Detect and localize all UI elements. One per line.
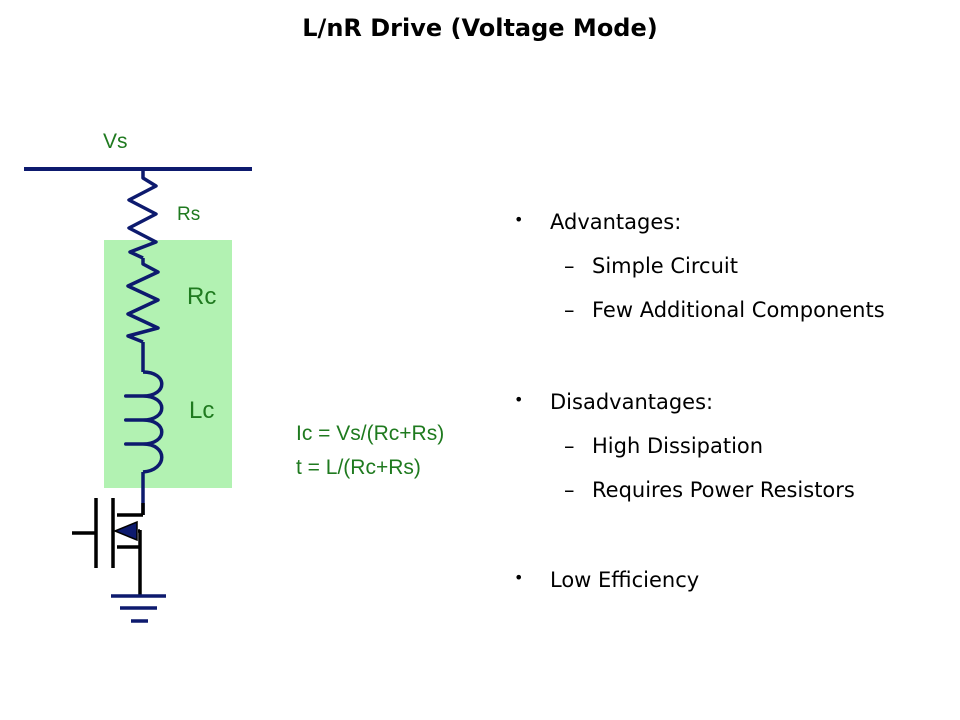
dash-icon: – bbox=[564, 478, 575, 502]
sub-item-power-resistors: Requires Power Resistors bbox=[592, 478, 855, 502]
dash-icon: – bbox=[564, 434, 575, 458]
inductor-lc-icon bbox=[124, 370, 164, 474]
label-rc: Rc bbox=[187, 283, 217, 310]
mosfet-icon bbox=[72, 498, 145, 596]
label-lc: Lc bbox=[189, 397, 215, 424]
bullet-low-efficiency: Low Efficiency bbox=[550, 568, 700, 592]
label-rs: Rs bbox=[177, 204, 201, 225]
bullet-icon: • bbox=[514, 390, 524, 409]
dash-icon: – bbox=[564, 254, 575, 278]
bullet-icon: • bbox=[514, 568, 524, 587]
sub-item-high-dissipation: High Dissipation bbox=[592, 434, 764, 458]
bullet-advantages: Advantages: bbox=[550, 210, 682, 234]
sub-item-few-components: Few Additional Components bbox=[592, 298, 885, 322]
label-vs: Vs bbox=[103, 130, 128, 153]
sub-item-simple-circuit: Simple Circuit bbox=[592, 254, 738, 278]
resistor-rs-icon bbox=[127, 169, 158, 260]
bullet-disadvantages: Disadvantages: bbox=[550, 390, 714, 414]
coil-highlight-box bbox=[104, 240, 232, 488]
equation-current: Ic = Vs/(Rc+Rs) bbox=[296, 422, 445, 445]
bullet-icon: • bbox=[514, 210, 524, 229]
equations: Ic = Vs/(Rc+Rs) t = L/(Rc+Rs) bbox=[296, 417, 444, 485]
resistor-rc-icon bbox=[126, 258, 160, 344]
mosfet-arrow-icon bbox=[113, 520, 138, 542]
slide-title: L/nR Drive (Voltage Mode) bbox=[302, 14, 658, 42]
equation-time-constant: t = L/(Rc+Rs) bbox=[296, 456, 421, 479]
dash-icon: – bbox=[564, 298, 575, 322]
ground-icon bbox=[111, 594, 166, 623]
